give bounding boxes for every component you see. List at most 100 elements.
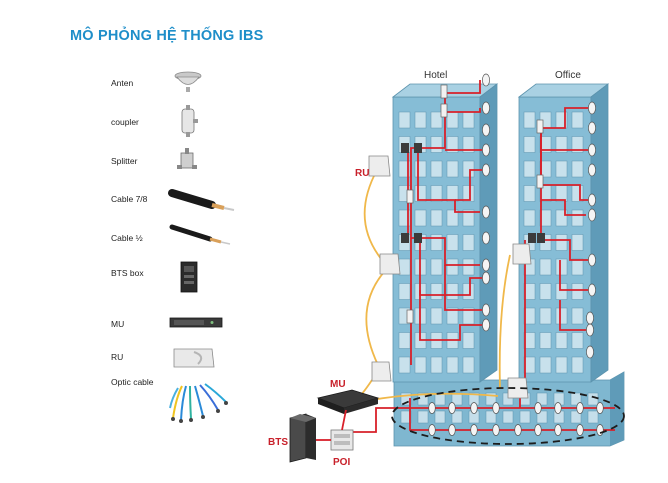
window <box>446 258 459 276</box>
antenna-disc <box>586 311 594 325</box>
antenna-disc <box>588 101 596 115</box>
legend-label-splitter: Splitter <box>111 156 138 166</box>
window <box>523 160 536 178</box>
antenna-disc <box>588 163 596 177</box>
window <box>414 111 427 129</box>
antenna-disc <box>588 193 596 207</box>
antenna-disc <box>554 402 562 414</box>
window <box>446 283 459 300</box>
antenna-disc <box>588 121 596 135</box>
hotel-label: Hotel <box>424 70 447 81</box>
antenna-set <box>428 73 604 436</box>
window <box>523 209 536 227</box>
window <box>398 283 411 300</box>
splitter-icon <box>177 148 197 169</box>
window <box>555 332 568 349</box>
antenna-disc <box>482 271 490 285</box>
window <box>430 111 443 129</box>
legend-label-cable78: Cable 7/8 <box>111 194 148 204</box>
antenna-disc <box>482 318 490 332</box>
window <box>414 356 427 374</box>
window <box>523 356 536 374</box>
window <box>462 283 475 300</box>
optic-cable-icon <box>169 383 228 423</box>
window <box>539 283 552 300</box>
window <box>398 332 411 349</box>
antenna-disc <box>482 143 490 157</box>
antenna-disc <box>492 424 500 436</box>
window <box>587 392 599 406</box>
window <box>555 136 568 153</box>
window <box>434 410 446 424</box>
window <box>555 258 568 276</box>
window <box>462 185 475 202</box>
window <box>571 160 584 178</box>
window <box>398 356 411 374</box>
couplers <box>406 84 544 324</box>
window <box>555 356 568 374</box>
cable-thin-icon <box>169 224 231 245</box>
antenna-disc <box>470 402 478 414</box>
window <box>417 410 429 424</box>
antenna-disc <box>448 402 456 414</box>
legend-label-ru: RU <box>111 352 123 362</box>
window <box>446 185 459 202</box>
window <box>430 136 443 153</box>
window <box>571 307 584 325</box>
page-title: MÔ PHỎNG HỆ THỐNG IBS <box>70 28 264 44</box>
antenna-disc <box>588 253 596 267</box>
antenna-disc <box>482 163 490 177</box>
window <box>446 136 459 153</box>
antenna-disc <box>588 208 596 222</box>
cable-thick-icon <box>168 189 235 211</box>
window <box>539 332 552 349</box>
window <box>462 111 475 129</box>
window <box>555 160 568 178</box>
window <box>430 258 443 276</box>
window <box>430 356 443 374</box>
antenna-disc <box>576 402 584 414</box>
window <box>398 209 411 227</box>
window <box>570 410 582 424</box>
window <box>571 258 584 276</box>
antenna-disc <box>448 424 456 436</box>
window <box>570 392 582 406</box>
bts-box-icon <box>180 261 198 293</box>
window <box>539 307 552 325</box>
antenna-disc <box>428 402 436 414</box>
window <box>462 136 475 153</box>
poi-device <box>330 429 354 451</box>
window <box>523 136 536 153</box>
window <box>446 209 459 227</box>
antenna-disc <box>482 73 490 87</box>
window <box>398 160 411 178</box>
window <box>462 332 475 349</box>
window <box>555 234 568 251</box>
window <box>587 410 599 424</box>
antenna-disc <box>596 402 604 414</box>
window <box>446 307 459 325</box>
antenna-disc <box>554 424 562 436</box>
window <box>430 234 443 251</box>
window <box>462 307 475 325</box>
antenna-disc <box>482 205 490 219</box>
window <box>571 136 584 153</box>
window <box>485 410 497 424</box>
antenna-disc <box>482 101 490 115</box>
window <box>451 410 463 424</box>
window <box>430 160 443 178</box>
window <box>400 410 412 424</box>
window <box>462 258 475 276</box>
ru-units <box>368 155 532 399</box>
window <box>446 111 459 129</box>
window <box>446 160 459 178</box>
legend-label-mu: MU <box>111 319 124 329</box>
window <box>571 209 584 227</box>
window <box>519 410 531 424</box>
window <box>555 209 568 227</box>
window <box>462 234 475 251</box>
window <box>400 392 412 406</box>
legend-label-cable-half: Cable ½ <box>111 233 143 243</box>
window <box>414 209 427 227</box>
ru-unit-icon <box>173 348 215 368</box>
